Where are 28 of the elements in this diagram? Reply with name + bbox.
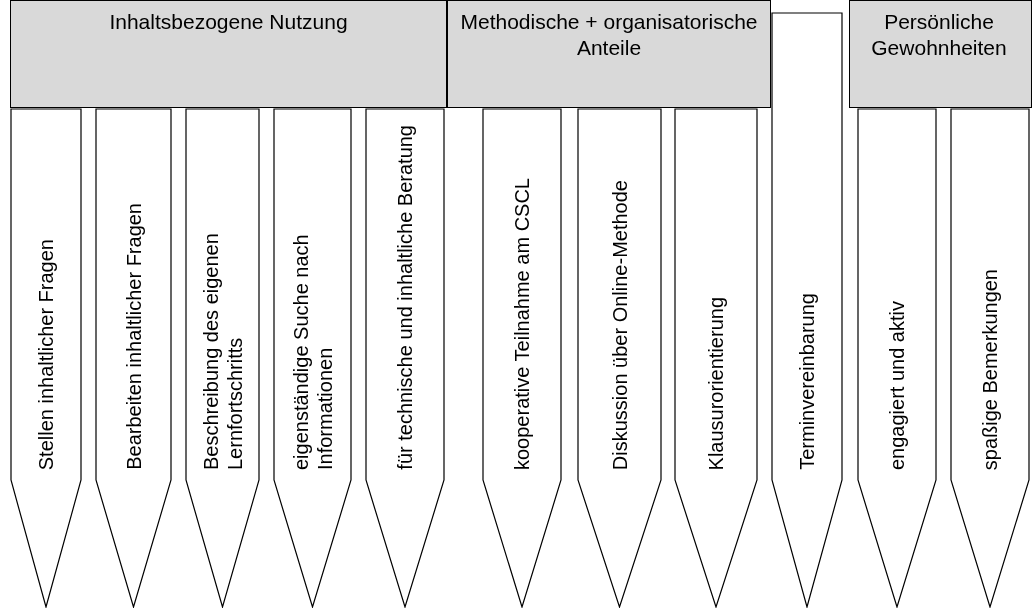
pointed-strip: [365, 108, 445, 608]
pointed-strip: [577, 108, 662, 608]
strip-label: Stellen inhaltlicher Fragen: [34, 238, 58, 470]
pointed-strip: [482, 108, 562, 608]
strip-label: Klausurorientierung: [704, 296, 728, 470]
pointed-strip: [273, 108, 352, 608]
pointed-strip: [185, 108, 260, 608]
strip-label: spaßige Bemerkungen: [978, 268, 1002, 470]
pointed-strip: [95, 108, 172, 608]
strip-label: Beschreibung des eigenen Lernfortschritts: [198, 232, 247, 470]
strip-label: kooperative Teilnahme am CSCL: [510, 178, 534, 470]
pointed-strip: [857, 108, 937, 608]
header-label: Methodische + organisatorische Anteile: [459, 9, 759, 61]
strip-label: für technische und inhaltliche Beratung: [393, 125, 417, 470]
header-band: [447, 0, 771, 108]
pointed-strip: [674, 108, 758, 608]
header-label: Persönliche Gewohnheiten: [870, 9, 1008, 61]
pointed-strip: [950, 108, 1030, 608]
header-label: Inhaltsbezogene Nutzung: [109, 9, 348, 35]
header-band: [10, 0, 447, 108]
header-band: [849, 0, 1032, 108]
pointed-strip: [10, 108, 82, 608]
strip-label: Diskussion über Online-Methode: [607, 179, 632, 470]
strip-label: Terminvereinbarung: [795, 293, 819, 470]
pointed-strip: [771, 12, 843, 608]
strip-label: Bearbeiten inhaltlicher Fragen: [121, 203, 146, 470]
strip-label: eigenständige Suche nach Informationen: [288, 233, 337, 470]
strip-label: engagiert und aktiv: [885, 301, 909, 470]
